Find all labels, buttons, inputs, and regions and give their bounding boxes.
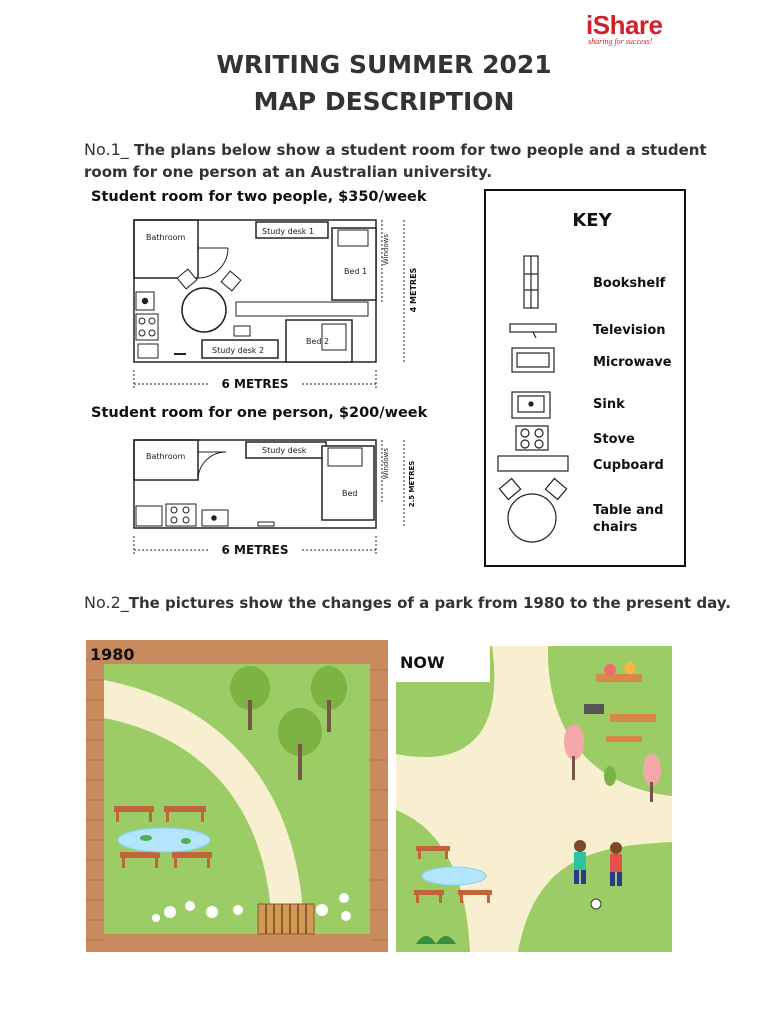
park-1980-map: 1980 [86, 640, 388, 952]
key-cupboard: Cupboard [593, 458, 664, 473]
park-1980-trees [230, 666, 347, 780]
park-now-map: NOW [396, 646, 672, 952]
logo-tagline: sharing for success! [588, 37, 653, 46]
park-now-picnic-area [584, 662, 656, 742]
page-title: WRITING SUMMER 2021 [216, 50, 552, 79]
plan-one-width-label: 6 METRES [222, 543, 289, 557]
plan-two-width-label: 6 METRES [222, 377, 289, 391]
key-chairs: chairs [593, 520, 638, 535]
plan-one-height-label: 2.5 METRES [408, 461, 416, 508]
key-television: Television [593, 323, 666, 338]
key-sink: Sink [593, 397, 625, 412]
table-chairs-icon [507, 493, 557, 543]
question-1-number: No.1_ [84, 140, 129, 159]
plan-two-bathroom [133, 219, 199, 279]
plan-two-bed2-label: Bed 2 [306, 337, 329, 346]
plan-two-windows-label: Windows [382, 234, 390, 266]
park-now-pond [421, 866, 487, 886]
ishare-logo: iShare sharing for success! [586, 12, 672, 46]
park-now-label-bg [396, 646, 490, 682]
plan-two-bed1-label: Bed 1 [344, 267, 367, 276]
plan-one-caption: Student room for one person, $200/week [91, 405, 428, 421]
plan-two-height-label: 4 METRES [409, 267, 418, 312]
park-now-benches [414, 846, 492, 903]
park-1980-label: 1980 [90, 645, 135, 664]
plan-one-bed-label: Bed [342, 489, 358, 498]
plan-one-windows-label: Windows [382, 448, 390, 480]
floor-plans-figure: Student room for two people, $350/week S… [91, 189, 686, 567]
key-microwave: Microwave [593, 355, 672, 370]
plan-two-desk1-label: Study desk 1 [262, 227, 314, 236]
key-table-and: Table and [593, 503, 663, 518]
park-1980-pond [117, 827, 211, 853]
plan-one-bathroom [133, 439, 199, 481]
plan-one-room [133, 439, 377, 529]
plan-two-room [133, 219, 377, 363]
question-2: No.2_The pictures show the changes of a … [84, 592, 734, 614]
park-1980-benches [114, 806, 212, 868]
park-1980-gate [257, 903, 315, 935]
plan-one-bathroom-label: Bathroom [146, 452, 186, 461]
stove-icon [515, 425, 549, 451]
park-now-label: NOW [400, 653, 445, 672]
plan-one-desk-label: Study desk [262, 446, 307, 455]
park-now-football-players [574, 840, 622, 910]
park-now-pink-trees [564, 724, 661, 802]
question-2-number: No.2_ [84, 593, 129, 612]
brick-wall-pattern [86, 659, 388, 941]
plan-two-caption: Student room for two people, $350/week [91, 189, 427, 205]
page-subtitle: MAP DESCRIPTION [253, 87, 515, 116]
question-2-text: The pictures show the changes of a park … [128, 594, 731, 612]
park-now-bush [416, 936, 456, 944]
question-1-text: The plans below show a student room for … [84, 141, 707, 181]
cupboard-icon [497, 455, 569, 472]
key-title: KEY [572, 210, 612, 231]
plan-two-desk2-label: Study desk 2 [212, 346, 264, 355]
park-1980-flowers [152, 893, 351, 922]
key-stove: Stove [593, 432, 635, 447]
key-symbols [497, 255, 569, 543]
logo-text: iShare [586, 10, 663, 40]
television-icon [509, 323, 557, 333]
plan-two-bathroom-label: Bathroom [146, 233, 186, 242]
question-1: No.1_ The plans below show a student roo… [84, 139, 734, 183]
key-bookshelf: Bookshelf [593, 276, 666, 291]
